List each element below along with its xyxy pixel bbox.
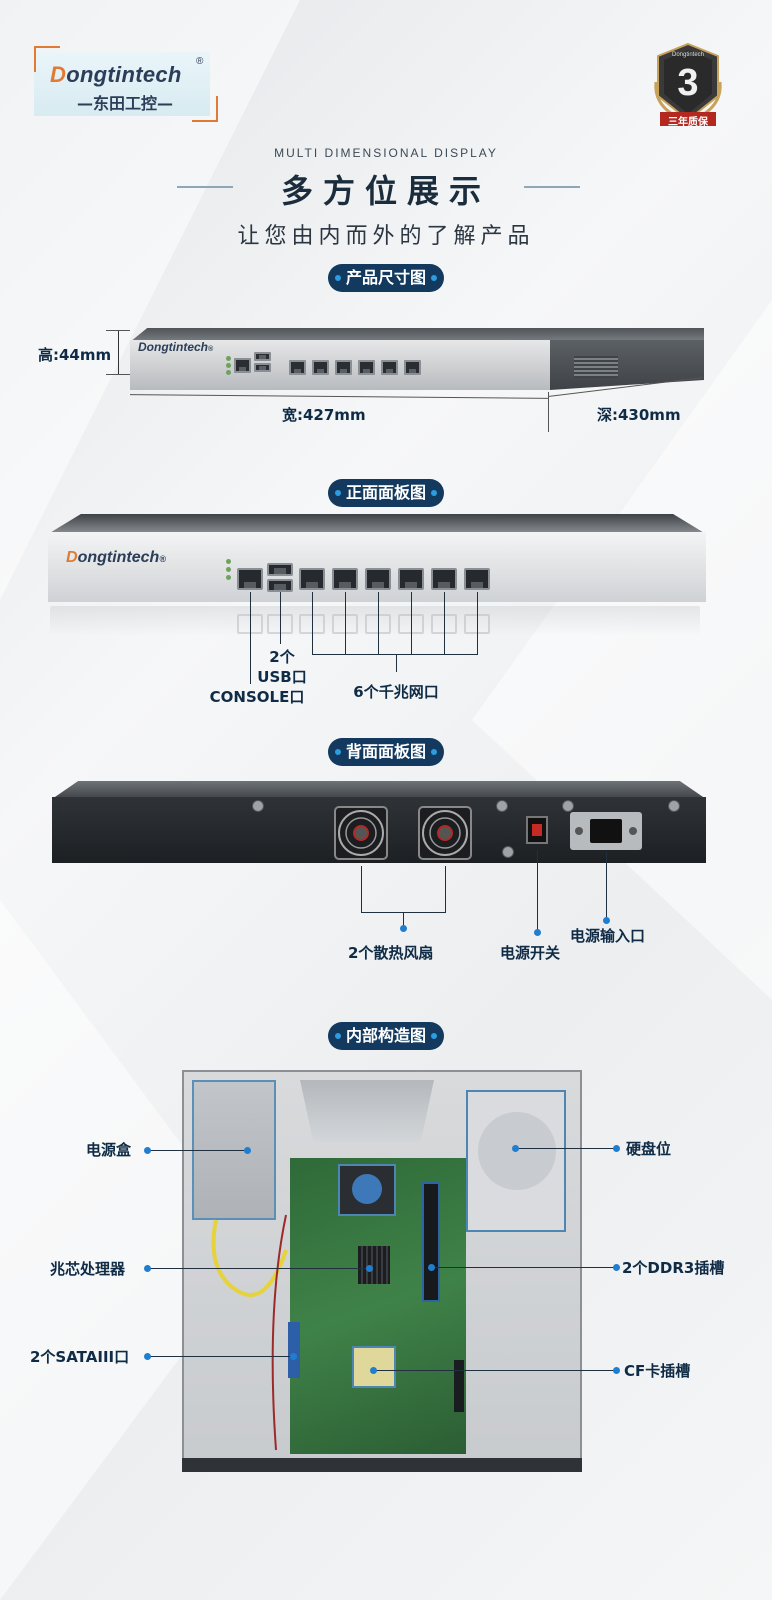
hdd-cage [466, 1090, 566, 1232]
lan-port [299, 568, 325, 590]
lan-port [365, 568, 391, 590]
logo-initial: D [50, 62, 67, 87]
front-panel [48, 532, 706, 602]
cf-connector [454, 1360, 464, 1412]
console-port [237, 568, 263, 590]
sata-ports [288, 1322, 300, 1378]
psu-label: 电源盒 [86, 1141, 132, 1159]
tagline: 让您由内而外的了解产品 [237, 224, 535, 249]
rear-top [52, 781, 706, 799]
fan-icon [418, 806, 472, 860]
badge-brand: Dongtintech [671, 52, 705, 58]
console-label: CONSOLE口 [209, 688, 305, 706]
section-front: 正面面板图 [327, 479, 445, 507]
lan-port [431, 568, 457, 590]
usb-label: USB口 [257, 668, 307, 686]
title-line-left [177, 186, 233, 188]
lan-label: 6个千兆网口 [353, 683, 439, 701]
logo-brand: ongtintech [66, 62, 182, 87]
usb-port-2 [267, 579, 293, 592]
switch-label: 电源开关 [500, 944, 561, 962]
section-internal: 内部构造图 [327, 1022, 445, 1050]
device-3d [130, 328, 704, 392]
hdd-label: 硬盘位 [626, 1140, 672, 1158]
usb-count-label: 2个 [269, 648, 295, 666]
logo-registered: ® [196, 56, 204, 67]
ddr3-slots [422, 1182, 440, 1302]
fans-label: 2个散热风扇 [348, 944, 434, 962]
lan-port [332, 568, 358, 590]
power-socket-icon [570, 812, 642, 850]
section-rear: 背面面板图 [327, 738, 445, 766]
brand-logo: Dongtintech ® —东田工控— [34, 46, 218, 122]
cables [211, 1214, 288, 1451]
page-title: 多方位展示 [280, 172, 491, 210]
usb-port-1 [267, 563, 293, 576]
section-dimensions: 产品尺寸图 [327, 264, 445, 292]
sata-label: 2个SATAIII口 [30, 1348, 130, 1366]
front-top [48, 514, 706, 534]
power-input-label: 电源输入口 [570, 927, 646, 945]
fan-icon [334, 806, 388, 860]
cpu-label: 兆芯处理器 [50, 1260, 126, 1278]
cf-label: CF卡插槽 [624, 1362, 691, 1380]
lan-port [464, 568, 490, 590]
cpu-heatsink [358, 1246, 390, 1284]
badge-text: 三年质保 [668, 117, 708, 128]
device-brand-small: Dongtintech® [138, 340, 214, 354]
logo-cn: —东田工控— [76, 94, 173, 113]
ddr3-label: 2个DDR3插槽 [622, 1259, 725, 1277]
front-brand: Dongtintech® [66, 549, 166, 566]
warranty-badge: Dongtintech 3 三年质保 [652, 42, 724, 130]
cpu-fan [338, 1164, 396, 1216]
dim-height: 高:44mm [38, 346, 112, 364]
title-line-right [524, 186, 580, 188]
badge-number: 3 [677, 62, 699, 104]
dim-depth: 深:430mm [597, 406, 681, 424]
subtitle-en: MULTI DIMENSIONAL DISPLAY [274, 146, 498, 160]
bracket [300, 1080, 434, 1142]
power-switch-icon [526, 816, 548, 844]
lan-port [398, 568, 424, 590]
dim-width: 宽:427mm [282, 406, 366, 424]
chassis-front-lip [182, 1458, 582, 1472]
